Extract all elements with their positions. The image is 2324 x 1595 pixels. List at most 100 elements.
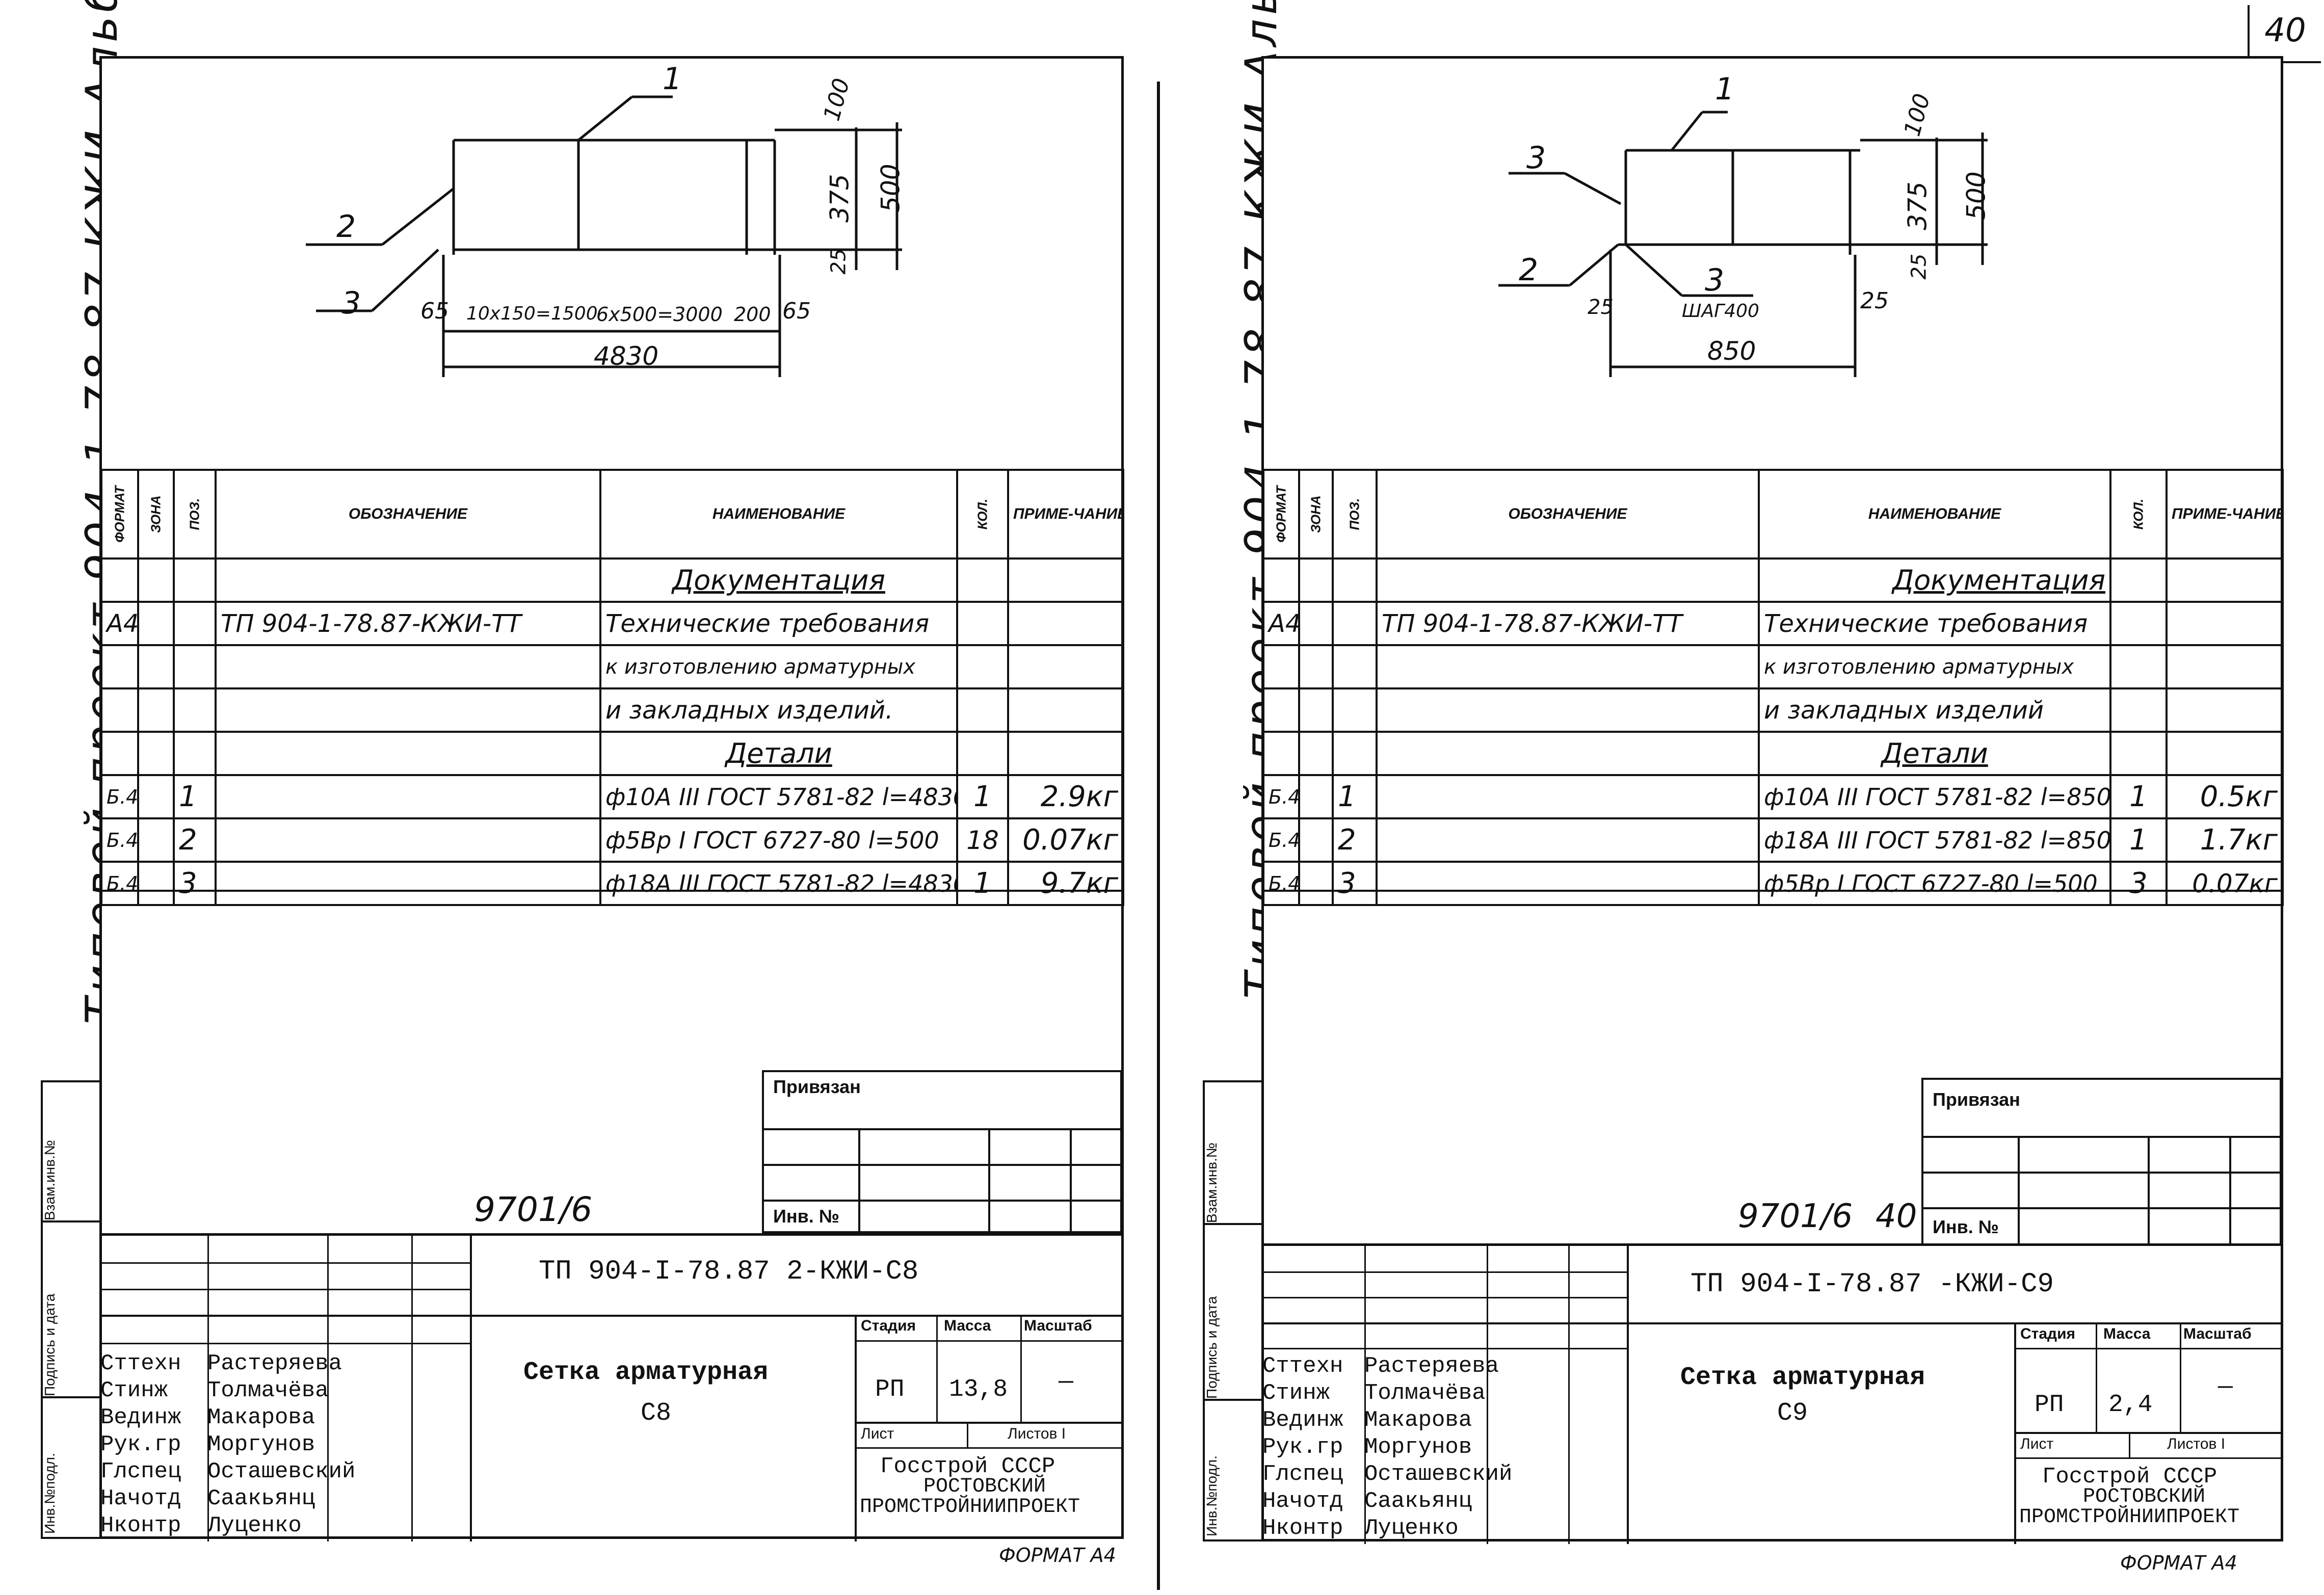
callout-3: 3 bbox=[1526, 140, 1546, 176]
dim-seg-3: 200 bbox=[734, 303, 771, 326]
drawing-code: С9 bbox=[1777, 1399, 1808, 1428]
privyazan-label: Привязан bbox=[1933, 1089, 2020, 1110]
dim-seg-1: 10x150=1500 bbox=[466, 303, 598, 324]
sheets-count: Листов I bbox=[2167, 1436, 2226, 1452]
specification-table: ФОРМАТ ЗОНА ПОЗ. ОБОЗНАЧЕНИЕ НАИМЕНОВАНИ… bbox=[1262, 469, 2284, 906]
stage-label: Стадия bbox=[2020, 1325, 2076, 1342]
callout-2: 2 bbox=[336, 209, 356, 245]
dim-500: 500 bbox=[876, 164, 906, 212]
scale-label: Масштаб bbox=[1024, 1317, 1092, 1334]
strip-label-inv-orig: Инв.№подл. bbox=[42, 1453, 58, 1534]
handwritten-sheet: 40 bbox=[1876, 1198, 1917, 1235]
dim-seg-2: 6x500=3000 bbox=[596, 303, 723, 326]
header-note: ПРИМЕ-ЧАНИЕ bbox=[2165, 469, 2284, 560]
scale-value: — bbox=[1059, 1368, 1073, 1396]
stage-value: РП bbox=[2035, 1391, 2064, 1419]
header-note: ПРИМЕ-ЧАНИЕ bbox=[1007, 469, 1124, 560]
dim-65-left: 65 bbox=[420, 298, 449, 324]
mass-label: Масса bbox=[944, 1317, 991, 1334]
dim-25-end: 25 bbox=[1860, 288, 1889, 314]
drawing-title: Сетка арматурная bbox=[523, 1358, 769, 1387]
strip-divider bbox=[41, 1220, 102, 1222]
dim-375: 375 bbox=[1903, 181, 1933, 230]
header-name: НАИМЕНОВАНИЕ bbox=[1758, 469, 2111, 560]
stage-value: РП bbox=[875, 1376, 905, 1403]
doc-code: ТП 904-I-78.87 2-КЖИ-С8 bbox=[539, 1256, 919, 1287]
callout-1: 1 bbox=[663, 61, 682, 97]
format-label: ФОРМАТ А4 bbox=[999, 1544, 1116, 1566]
header-pos: ПОЗ. bbox=[1332, 469, 1378, 560]
strip-divider bbox=[1203, 1223, 1264, 1225]
dim-total: 4830 bbox=[594, 341, 659, 371]
header-designation: ОБОЗНАЧЕНИЕ bbox=[1376, 469, 1760, 560]
header-zone: ЗОНА bbox=[1298, 469, 1334, 560]
header-format: ФОРМАТ bbox=[1262, 469, 1300, 560]
callout-3-lower: 3 bbox=[1705, 262, 1725, 298]
mass-value: 2,4 bbox=[2108, 1391, 2153, 1419]
stage-label: Стадия bbox=[861, 1317, 916, 1334]
table-row: Документация bbox=[100, 557, 1124, 603]
page-number: 40 bbox=[2248, 5, 2321, 63]
sheet-label: Лист bbox=[2020, 1436, 2054, 1452]
header-pos: ПОЗ. bbox=[173, 469, 217, 560]
table-row: Детали bbox=[100, 731, 1124, 776]
org-line-1: Госстрой СССР bbox=[2042, 1464, 2217, 1490]
strip-divider bbox=[1203, 1399, 1264, 1401]
header-designation: ОБОЗНАЧЕНИЕ bbox=[215, 469, 601, 560]
privyazan-label: Привязан bbox=[773, 1076, 861, 1097]
dim-total: 850 bbox=[1707, 336, 1756, 366]
scale-value: — bbox=[2218, 1373, 2233, 1401]
dim-25: 25 bbox=[827, 248, 851, 275]
callout-1: 1 bbox=[1715, 71, 1735, 107]
specification-table: ФОРМАТ ЗОНА ПОЗ. ОБОЗНАЧЕНИЕ НАИМЕНОВАНИ… bbox=[100, 469, 1124, 906]
table-row: Документация bbox=[1262, 557, 2284, 603]
drawing-title: Сетка арматурная bbox=[1680, 1363, 1925, 1392]
dim-step: ШАГ400 bbox=[1682, 301, 1759, 322]
dim-25-right: 25 bbox=[1907, 253, 1931, 280]
drawing-code: С8 bbox=[641, 1399, 672, 1428]
fold-line bbox=[1157, 82, 1160, 1590]
table-header-row: ФОРМАТ ЗОНА ПОЗ. ОБОЗНАЧЕНИЕ НАИМЕНОВАНИ… bbox=[1262, 469, 2284, 560]
dim-375: 375 bbox=[825, 174, 855, 223]
privyazan-block: Привязан Инв. № bbox=[762, 1070, 1122, 1233]
strip-label-replace-inv: Взам.инв.№ bbox=[42, 1140, 58, 1220]
org-line-1: Госстрой СССР bbox=[880, 1454, 1055, 1479]
strip-label-signature: Подпись и дата bbox=[1204, 1296, 1220, 1399]
table-header-row: ФОРМАТ ЗОНА ПОЗ. ОБОЗНАЧЕНИЕ НАИМЕНОВАНИ… bbox=[100, 469, 1124, 560]
dim-500: 500 bbox=[1961, 171, 1991, 220]
table-row: и закладных изделий bbox=[1262, 687, 2284, 733]
sheet-label: Лист bbox=[861, 1425, 894, 1442]
title-block: ТП 904-I-78.87 2-КЖИ-С8 Стадия Масса Мас… bbox=[100, 1233, 1122, 1541]
table-row: к изготовлению арматурных bbox=[1262, 644, 2284, 689]
org-line-2: РОСТОВСКИЙ bbox=[923, 1475, 1046, 1498]
header-format: ФОРМАТ bbox=[100, 469, 139, 560]
dim-25-left: 25 bbox=[1588, 296, 1614, 319]
table-bottom-rule bbox=[1262, 890, 2282, 892]
left-stamp-strip bbox=[1203, 1080, 1264, 1541]
table-row: Детали bbox=[1262, 731, 2284, 776]
mass-label: Масса bbox=[2103, 1325, 2151, 1342]
dim-65-right: 65 bbox=[782, 298, 811, 324]
strip-divider bbox=[41, 1396, 102, 1398]
header-zone: ЗОНА bbox=[137, 469, 175, 560]
table-row: и закладных изделий. bbox=[100, 687, 1124, 733]
handwritten-number: 9701/6 bbox=[1738, 1198, 1853, 1235]
org-line-3: ПРОМСТРОЙНИИПРОЕКТ bbox=[860, 1496, 1080, 1519]
strip-label-inv-orig: Инв.№подл. bbox=[1204, 1455, 1220, 1536]
